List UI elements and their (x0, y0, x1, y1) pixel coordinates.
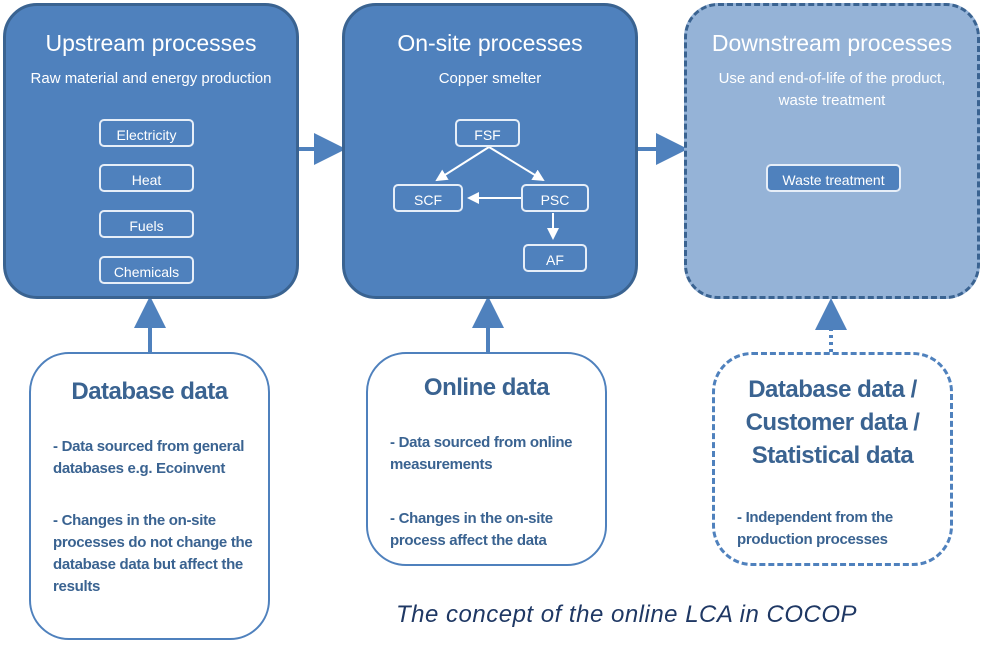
other-data-point-1: - Independent from the production proces… (737, 509, 893, 548)
downstream-title: Downstream processes (711, 30, 953, 56)
downstream-subtitle: Use and end-of-life of the product, wast… (718, 70, 946, 109)
item-heat: Heat (99, 164, 194, 192)
item-chemicals: Chemicals (99, 256, 194, 284)
online-data-point-2: - Changes in the on-site process affect … (390, 510, 553, 549)
node-psc: PSC (521, 184, 589, 212)
other-data-box: Database data / Customer data / Statisti… (712, 352, 953, 566)
downstream-processes-box: Downstream processes Use and end-of-life… (684, 3, 980, 299)
item-electricity: Electricity (99, 119, 194, 147)
node-af: AF (523, 244, 587, 272)
node-fsf: FSF (455, 119, 520, 147)
upstream-title: Upstream processes (45, 30, 257, 56)
database-data-point-1: - Data sourced from general databases e.… (53, 438, 245, 477)
onsite-subtitle: Copper smelter (438, 70, 542, 87)
upstream-processes-box: Upstream processes Raw material and ener… (3, 3, 299, 299)
database-data-box: Database data - Data sourced from genera… (29, 352, 270, 640)
item-waste-treatment: Waste treatment (766, 164, 901, 192)
diagram-caption: The concept of the online LCA in COCOP (396, 601, 858, 628)
onsite-processes-box: On-site processes Copper smelter FSF SCF… (342, 3, 638, 299)
database-data-point-2: - Changes in the on-site processes do no… (53, 512, 253, 595)
onsite-title: On-site processes (397, 30, 583, 56)
onsite-flow-arrows (435, 146, 559, 240)
online-data-point-1: - Data sourced from online measurements (390, 434, 573, 473)
other-data-title: Database data / Customer data / Statisti… (745, 376, 920, 469)
upstream-subtitle: Raw material and energy production (30, 70, 272, 87)
database-data-title: Database data (71, 378, 228, 405)
online-data-box: Online data - Data sourced from online m… (366, 352, 607, 566)
item-fuels: Fuels (99, 210, 194, 238)
node-scf: SCF (393, 184, 463, 212)
online-data-title: Online data (423, 374, 550, 401)
